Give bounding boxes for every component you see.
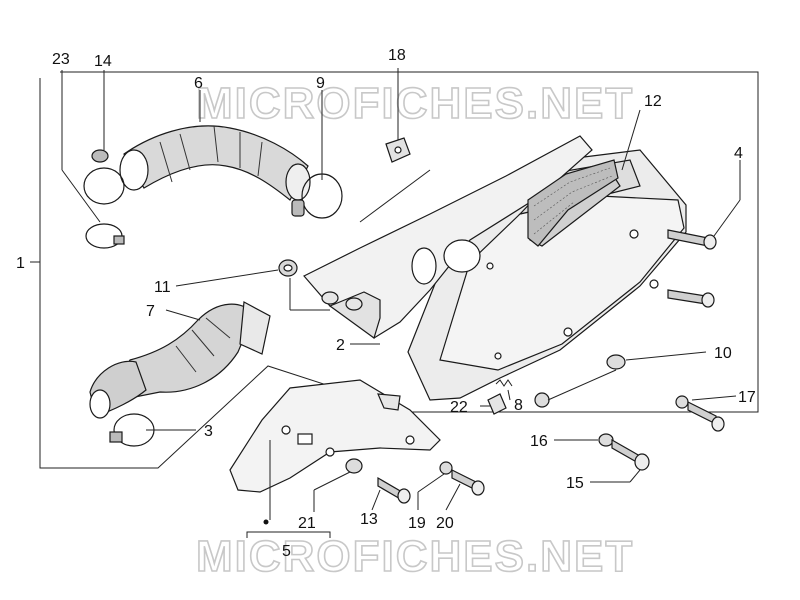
bolt-15 [611, 438, 650, 471]
callout-8: 8 [514, 397, 523, 414]
intake-cover [303, 135, 593, 339]
watermark-bottom: MICROFICHES.NET [196, 532, 634, 581]
callout-17: 17 [738, 389, 756, 406]
plug-22 [487, 393, 507, 415]
callout-labels: 1 2 3 4 5 6 7 8 9 10 11 12 13 14 15 16 1… [16, 47, 756, 560]
callout-21: 21 [298, 515, 316, 532]
washer-16 [598, 433, 614, 447]
callout-5: 5 [282, 543, 291, 560]
callout-16: 16 [530, 433, 548, 450]
clip-18 [385, 137, 411, 163]
leader-lines [61, 68, 741, 520]
callout-2: 2 [336, 337, 345, 354]
bolt-13 [377, 476, 411, 504]
callout-18: 18 [388, 47, 406, 64]
callout-3: 3 [204, 423, 213, 440]
callout-12: 12 [644, 93, 662, 110]
callout-14: 14 [94, 53, 112, 70]
callout-13: 13 [360, 511, 378, 528]
filter-element [527, 159, 619, 247]
callout-6: 6 [194, 75, 203, 92]
seal-plate [229, 379, 441, 493]
lower-hose [89, 301, 271, 419]
washer-10 [606, 354, 626, 370]
washer-19 [439, 461, 453, 475]
screw-4-upper [667, 229, 717, 250]
callout-20: 20 [436, 515, 454, 532]
callout-15: 15 [566, 475, 584, 492]
washer-21 [345, 458, 363, 474]
grommet-11 [278, 259, 298, 277]
clamp-14 [83, 149, 125, 205]
callout-23: 23 [52, 51, 70, 68]
callout-22: 22 [450, 399, 468, 416]
callout-11: 11 [154, 279, 171, 296]
callout-19: 19 [408, 515, 426, 532]
callout-10: 10 [714, 345, 732, 362]
bolt-17 [675, 395, 725, 432]
screw-4-lower [667, 289, 715, 308]
reference-dot [263, 519, 269, 525]
upper-hose [119, 125, 311, 201]
callout-4: 4 [734, 145, 743, 162]
clamp-23 [85, 223, 125, 249]
callout-9: 9 [316, 75, 325, 92]
callout-7: 7 [146, 303, 155, 320]
bolt-20 [451, 469, 485, 496]
watermark-top: MICROFICHES.NET [196, 79, 634, 128]
callout-1: 1 [16, 255, 25, 272]
